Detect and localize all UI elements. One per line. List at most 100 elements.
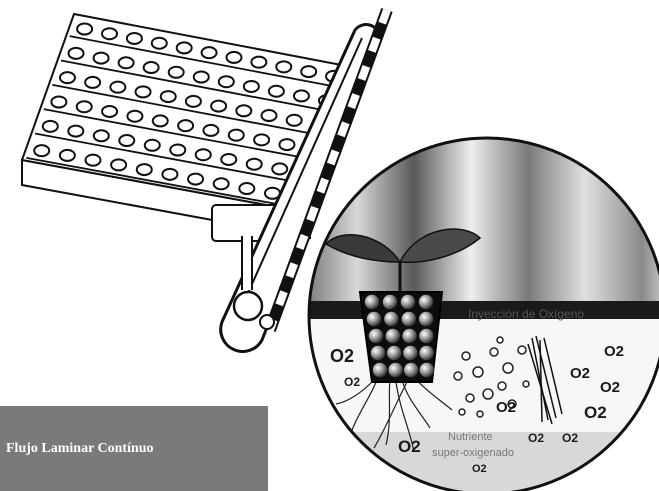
planting-hole — [194, 72, 209, 83]
planting-hole — [196, 149, 211, 160]
o2-label: O2 — [562, 431, 578, 445]
planting-hole — [144, 62, 159, 73]
o2-label: O2 — [398, 437, 421, 456]
clay-pebble — [367, 312, 381, 326]
bubble — [523, 381, 529, 387]
planting-hole — [94, 130, 109, 141]
planting-hole — [85, 155, 100, 166]
planting-hole — [188, 174, 203, 185]
planting-hole — [186, 96, 201, 107]
planting-hole — [110, 82, 125, 93]
bubble — [497, 337, 503, 343]
planting-hole — [177, 42, 192, 53]
planting-hole — [301, 66, 316, 77]
planting-hole — [127, 111, 142, 122]
planting-hole — [279, 139, 294, 150]
clay-pebble — [419, 295, 433, 309]
planting-hole — [244, 81, 259, 92]
planting-hole — [152, 38, 167, 49]
planting-hole — [162, 169, 177, 180]
planting-hole — [269, 86, 284, 97]
planting-hole — [214, 178, 229, 189]
bubble — [473, 367, 483, 377]
clay-pebble — [371, 346, 385, 360]
planting-hole — [43, 121, 58, 132]
bubble — [462, 352, 470, 360]
o2-label: O2 — [472, 463, 487, 475]
clay-pebble — [419, 346, 433, 360]
oxygen-injection-label: Inyección de Oxígeno — [468, 307, 584, 321]
clay-pebble — [369, 329, 383, 343]
planting-hole — [226, 52, 241, 63]
planting-hole — [239, 183, 254, 194]
planting-hole — [85, 77, 100, 88]
planting-hole — [287, 115, 302, 126]
planting-hole — [111, 159, 126, 170]
planting-hole — [60, 72, 75, 83]
bubble — [459, 409, 465, 415]
clay-pebble — [419, 312, 433, 326]
planting-hole — [136, 86, 151, 97]
clay-pebble — [387, 346, 401, 360]
planting-hole — [169, 67, 184, 78]
clay-pebble — [384, 312, 398, 326]
clay-pebble — [404, 363, 418, 377]
planting-hole — [51, 97, 66, 108]
planting-hole — [60, 150, 75, 161]
planting-hole — [202, 47, 217, 58]
planting-hole — [102, 106, 117, 117]
bubble — [490, 348, 498, 356]
clay-pebble — [402, 312, 416, 326]
planting-hole — [77, 24, 92, 35]
bubble — [454, 372, 462, 380]
planting-hole — [68, 126, 83, 137]
planting-hole — [229, 130, 244, 141]
planting-hole — [119, 57, 134, 68]
clay-pebble — [401, 295, 415, 309]
planting-hole — [219, 76, 234, 87]
o2-label: O2 — [528, 431, 544, 445]
bubble — [498, 382, 506, 390]
planting-hole — [145, 140, 160, 151]
clay-pebble — [419, 329, 433, 343]
planting-hole — [251, 57, 266, 68]
bubble — [518, 346, 526, 354]
nutrient-label-line1: Nutriente — [448, 431, 493, 443]
planting-hole — [102, 28, 117, 39]
o2-label: O2 — [344, 375, 360, 389]
planting-hole — [221, 154, 236, 165]
bubble — [483, 389, 493, 399]
planting-hole — [119, 135, 134, 146]
o2-label: O2 — [604, 343, 624, 360]
planting-hole — [77, 101, 92, 112]
planting-hole — [170, 145, 185, 156]
planting-hole — [236, 105, 251, 116]
clay-pebble — [402, 329, 416, 343]
bubble — [477, 411, 483, 417]
bubble — [503, 363, 513, 373]
planting-hole — [276, 61, 291, 72]
clay-pebble — [365, 295, 379, 309]
planting-hole — [34, 145, 49, 156]
planting-hole — [254, 134, 269, 145]
net-pot — [360, 292, 442, 382]
clay-pebble — [383, 295, 397, 309]
planting-hole — [294, 90, 309, 101]
bubble — [466, 394, 474, 402]
planting-hole — [272, 163, 287, 174]
planting-hole — [153, 115, 168, 126]
clay-pebble — [420, 363, 434, 377]
planting-hole — [247, 159, 262, 170]
planting-hole — [94, 53, 109, 64]
clay-pebble — [386, 329, 400, 343]
planting-hole — [211, 101, 226, 112]
clay-pebble — [373, 363, 387, 377]
planting-hole — [69, 48, 84, 59]
o2-label: O2 — [600, 379, 620, 396]
o2-label: O2 — [584, 403, 607, 422]
o2-label: O2 — [570, 365, 590, 382]
planting-hole — [127, 33, 142, 44]
planting-hole — [161, 91, 176, 102]
planting-hole — [261, 110, 276, 121]
o2-label: O2 — [496, 399, 516, 416]
